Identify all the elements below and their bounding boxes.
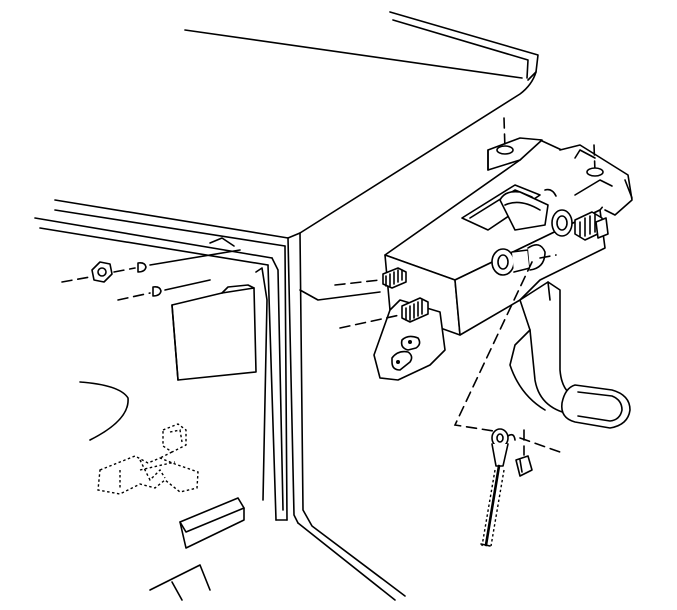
brake-cable bbox=[480, 428, 516, 547]
cable-retainer-clip bbox=[515, 429, 533, 477]
lower-panel-details bbox=[79, 381, 245, 601]
guide-lines bbox=[453, 261, 561, 453]
upper-dash-panel bbox=[184, 11, 539, 234]
parking-brake-pedal-assembly bbox=[373, 117, 633, 381]
firewall-side-panel bbox=[34, 199, 406, 601]
mounting-studs bbox=[334, 209, 609, 329]
hidden-clip-outline bbox=[97, 423, 199, 495]
left-mounting-nuts bbox=[61, 249, 241, 301]
cable-attach-pivot bbox=[491, 244, 557, 276]
pedal-arm bbox=[509, 281, 631, 429]
firewall-bracket-plate bbox=[171, 284, 257, 381]
